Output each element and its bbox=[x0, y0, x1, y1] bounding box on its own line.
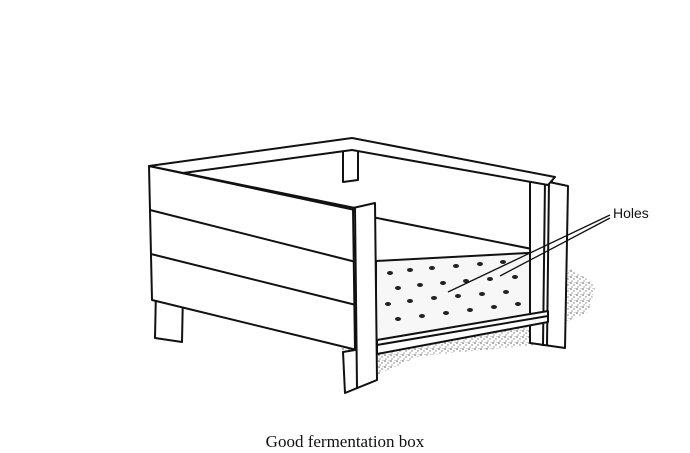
hole bbox=[453, 264, 459, 268]
hole bbox=[395, 317, 401, 321]
hole bbox=[491, 305, 497, 309]
figure-caption: Good fermentation box bbox=[265, 432, 425, 451]
bottom-rail-line bbox=[376, 315, 549, 346]
leader-line-1 bbox=[447, 214, 611, 293]
ground-shadow bbox=[165, 268, 596, 377]
hole bbox=[487, 277, 493, 281]
hole bbox=[395, 286, 401, 290]
hole bbox=[515, 302, 521, 306]
hole bbox=[419, 314, 425, 318]
hole bbox=[477, 262, 483, 266]
hole bbox=[387, 271, 393, 275]
top-rim bbox=[148, 137, 556, 209]
hole bbox=[385, 302, 391, 306]
hole bbox=[467, 308, 473, 312]
hole bbox=[429, 266, 435, 270]
hole bbox=[407, 268, 413, 272]
corner-post-edge bbox=[354, 207, 358, 389]
hole bbox=[440, 281, 446, 285]
hole bbox=[512, 275, 518, 279]
front-wall-board-line-2 bbox=[150, 253, 357, 306]
hole bbox=[463, 279, 469, 283]
hole bbox=[500, 260, 506, 264]
hole bbox=[503, 290, 509, 294]
hole bbox=[407, 299, 413, 303]
leader-line-2 bbox=[499, 217, 611, 277]
hole bbox=[479, 292, 485, 296]
hole bbox=[443, 311, 449, 315]
hole bbox=[417, 283, 423, 287]
front-corner-post bbox=[342, 202, 378, 394]
bottom-rail bbox=[376, 310, 549, 355]
hole bbox=[431, 296, 437, 300]
holes-label: Holes bbox=[613, 205, 649, 221]
hole bbox=[455, 294, 461, 298]
front-wall-board-line-1 bbox=[149, 209, 357, 263]
